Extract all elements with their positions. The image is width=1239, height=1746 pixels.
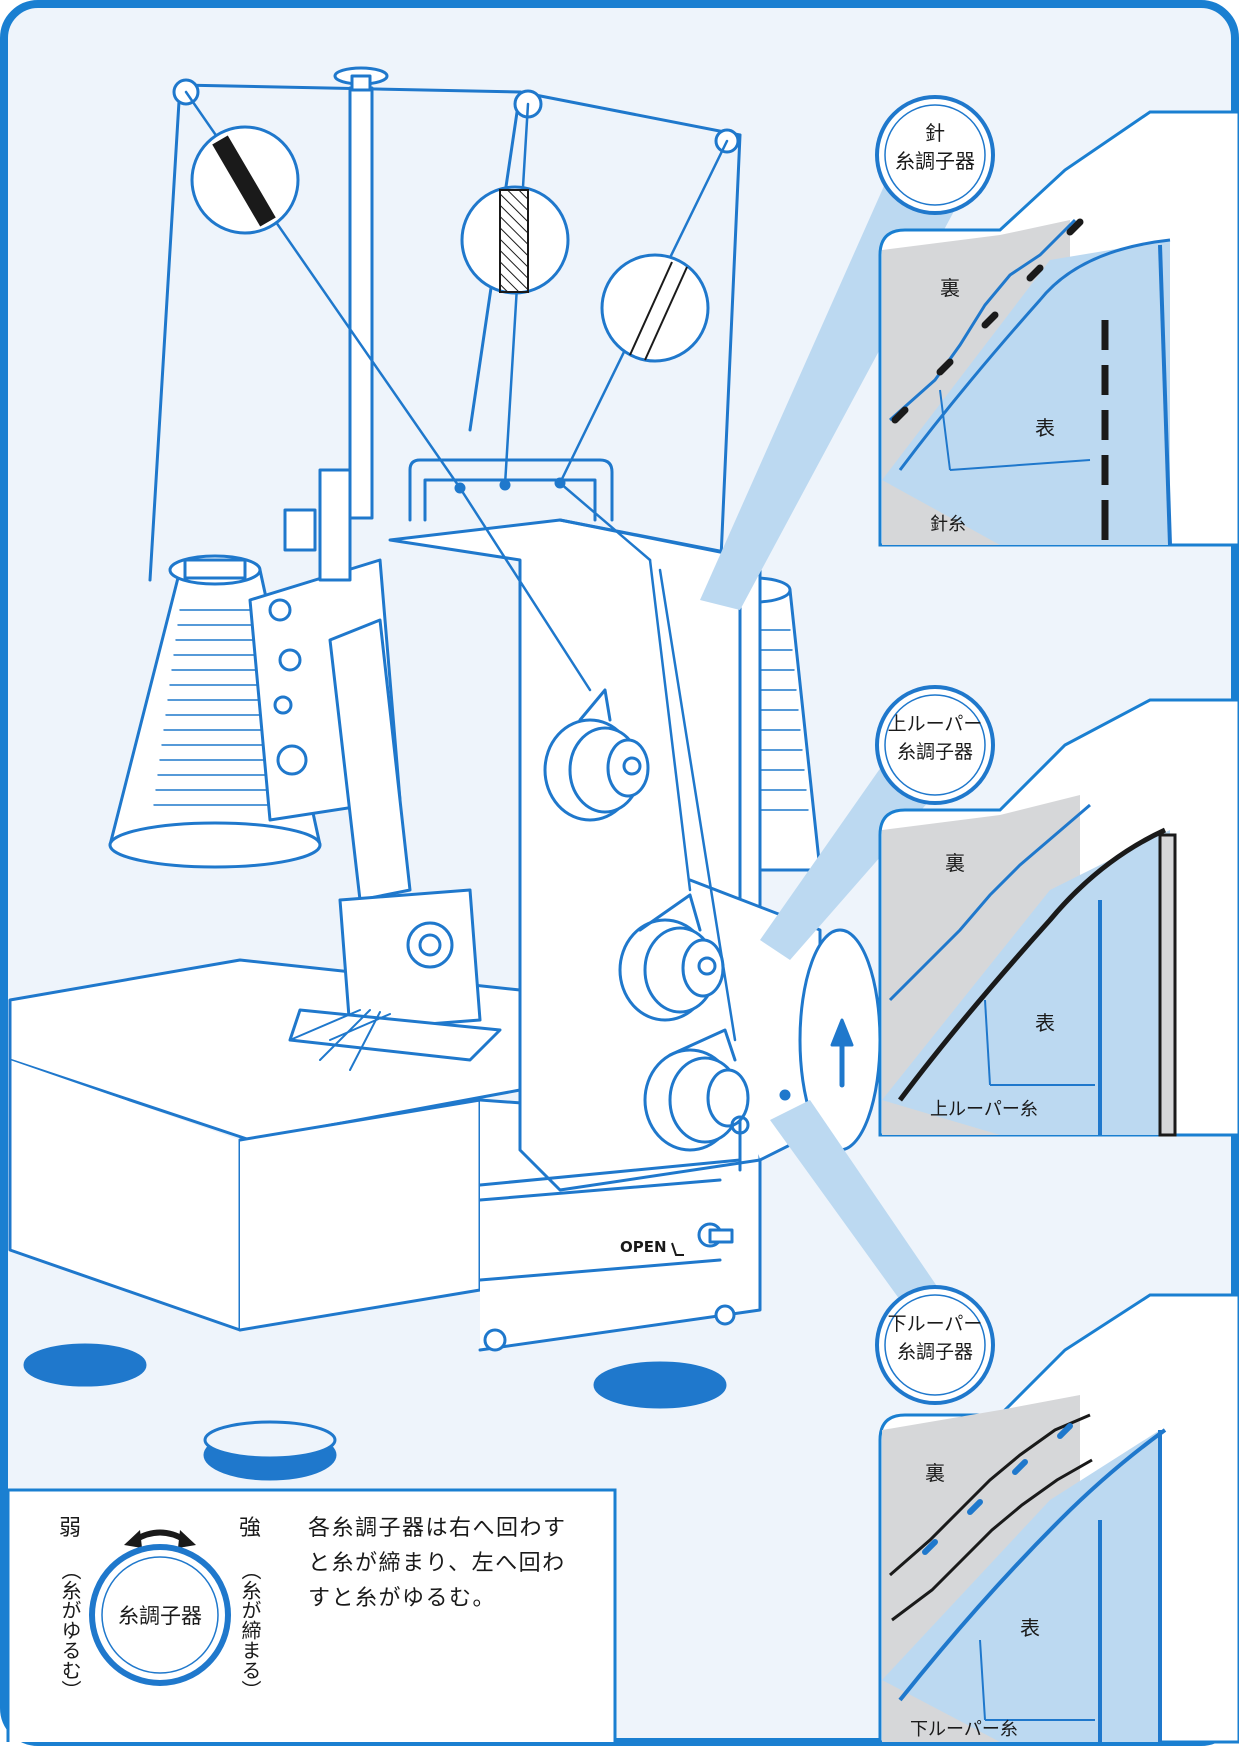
- upper-looper-front-label: 表: [1035, 1011, 1055, 1035]
- lower-looper-front-label: 表: [1020, 1616, 1040, 1640]
- needle-callout-title-1: 針: [925, 121, 945, 145]
- thread-stand: [148, 66, 742, 582]
- upper-looper-tension-dial[interactable]: [618, 893, 725, 1022]
- lower-looper-stitch-callout: 下ルーパー 糸調子器 裏 表 下ルーパー糸: [875, 1285, 1239, 1744]
- lower-looper-thread-label: 下ルーパー糸: [910, 1719, 1018, 1740]
- needle-front-label: 表: [1035, 416, 1055, 440]
- needle-thread-label: 針糸: [930, 514, 966, 535]
- legend-description-line-3: すと糸がゆるむ。: [308, 1586, 496, 1611]
- lower-looper-callout-title-1: 下ルーパー: [888, 1313, 983, 1335]
- lower-looper-tension-dial[interactable]: [643, 1028, 750, 1152]
- upper-looper-stitch-callout: 上ルーパー 糸調子器 裏 表 上ルーパー糸: [875, 685, 1239, 1137]
- machine-feet[interactable]: [23, 1343, 727, 1481]
- lower-looper-thread-indicator: [600, 253, 710, 363]
- upper-looper-thread-indicator: [460, 185, 570, 295]
- lower-looper-back-label: 裏: [925, 1461, 945, 1485]
- upper-looper-back-label: 裏: [945, 851, 965, 875]
- legend-weak-label: 弱: [59, 1516, 81, 1541]
- needle-stitch-callout: 針 糸調子器 裏 表 針糸: [875, 95, 1239, 547]
- tension-legend: 弱 （糸がゆるむ） 強 （糸が締まる） 糸調子器 各糸調子器は右へ回わす と糸が…: [6, 1488, 617, 1742]
- upper-looper-thread-label: 上ルーパー糸: [930, 1099, 1038, 1120]
- upper-looper-callout-title-1: 上ルーパー: [888, 713, 983, 735]
- rotation-arrow-icon: [124, 1529, 196, 1548]
- legend-strong-label: 強: [239, 1516, 261, 1541]
- upper-looper-callout-title-2: 糸調子器: [897, 741, 973, 763]
- needle-thread-indicator: [190, 125, 300, 235]
- needle-callout-title-2: 糸調子器: [895, 149, 975, 173]
- legend-description-line-2: と糸が締まり、左へ回わ: [308, 1551, 566, 1576]
- machine-base: [8, 958, 762, 1352]
- needle-tension-dial[interactable]: [543, 688, 650, 822]
- legend-strong-note: （糸が締まる）: [238, 1560, 262, 1700]
- open-label: OPEN: [620, 1238, 667, 1256]
- lower-looper-callout-beam: [770, 1100, 960, 1320]
- needle-back-label: 裏: [940, 276, 960, 300]
- tension-dial-icon: [89, 1544, 231, 1686]
- lower-looper-callout-title-2: 糸調子器: [897, 1341, 973, 1363]
- legend-dial-label: 糸調子器: [118, 1604, 202, 1628]
- legend-weak-note: （糸がゆるむ）: [58, 1560, 82, 1700]
- legend-description-line-1: 各糸調子器は右へ回わす: [308, 1516, 567, 1541]
